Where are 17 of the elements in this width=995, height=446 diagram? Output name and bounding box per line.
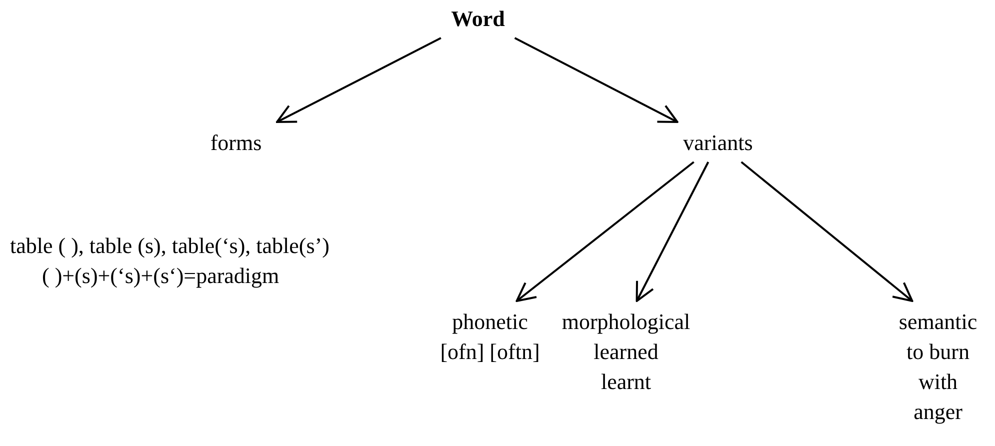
node-text: to burn with anger: [906, 338, 970, 426]
node-text: [ofn] [oftn]: [440, 338, 540, 366]
node-text: semantic: [898, 308, 978, 336]
arrow: [636, 162, 710, 302]
arrow: [516, 161, 694, 302]
arrow: [740, 161, 914, 302]
example-text: ( )+(s)+(‘s)+(s‘)=paradigm: [42, 262, 280, 290]
arrow: [276, 37, 442, 123]
node-text: Word: [451, 5, 505, 33]
node-text: learned: [594, 338, 658, 366]
node-text: learnt: [600, 368, 652, 396]
node-text: forms: [210, 129, 262, 157]
node-text: phonetic: [452, 308, 528, 336]
node-text: morphological: [562, 308, 690, 336]
example-text: table ( ), table (s), table(‘s), table(s’): [10, 232, 330, 260]
arrow: [514, 37, 678, 123]
node-text: variants: [683, 129, 753, 157]
